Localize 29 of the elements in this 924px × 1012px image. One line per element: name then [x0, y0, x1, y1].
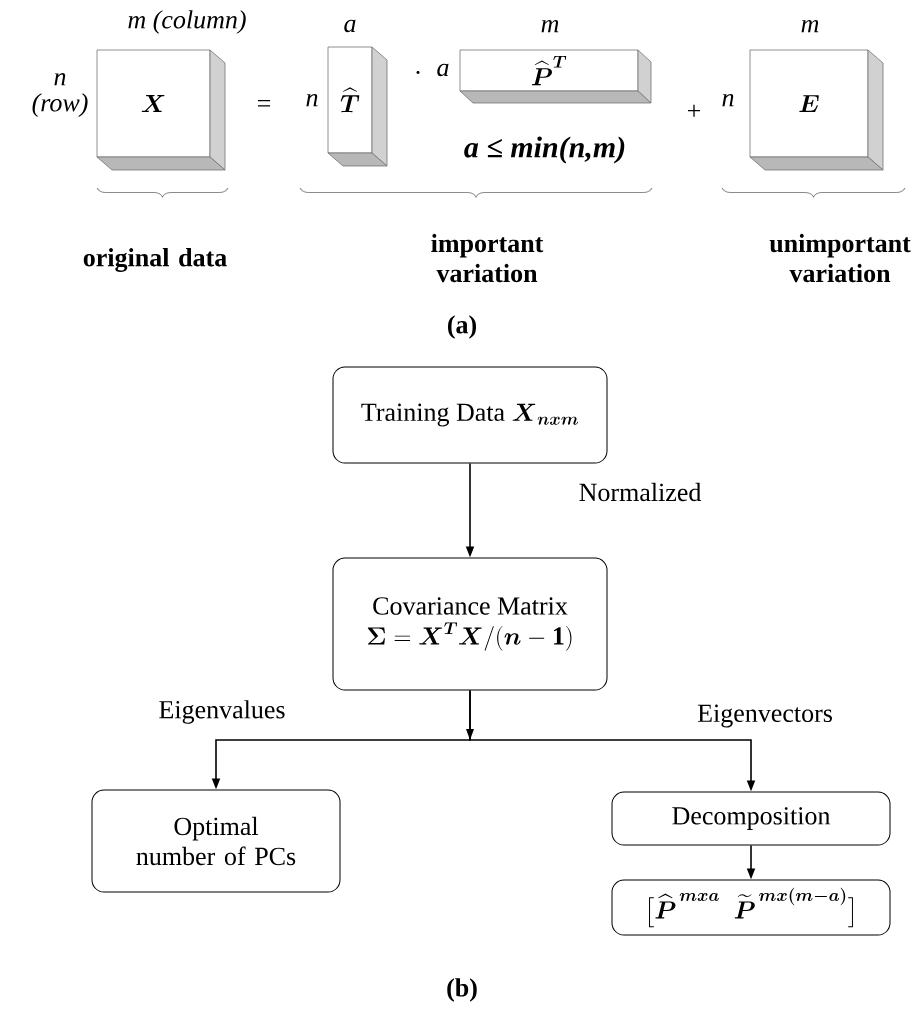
matrix-block: $\boldsymbol{E}$	[749, 49, 884, 171]
edge-label: Eigenvectors	[697, 704, 832, 728]
dimension-label: m	[541, 19, 559, 33]
matrix-block: $\widehat{\boldsymbol{T}}$	[327, 46, 388, 167]
constraint-label: a ≤ min(n,m)	[464, 136, 625, 164]
operator-sign: =	[257, 100, 271, 107]
caption-text: important variation	[431, 233, 544, 283]
dimension-label: n (row)	[32, 73, 88, 117]
process-box: Decomposition	[611, 791, 891, 846]
edge-label: Normalized	[579, 482, 702, 502]
process-box: $\text{Training Data }\boldsymbol{X}_{\boldsymbol{nxm}}$	[332, 366, 608, 464]
process-box: Covariance Matrix $\boldsymbol{\Sigma}=\boldsymbol{X}^{\boldsymbol{T}}\boldsymbol{X}/(\boldsymbol{n}-\mathbf{1})$	[332, 557, 608, 691]
dimension-label: n	[306, 93, 318, 107]
caption-text: (a)	[448, 315, 476, 339]
caption-text: unimportant variation	[769, 233, 911, 283]
operator-sign: ·	[416, 70, 420, 74]
process-box: Optimal number of PCs	[91, 789, 341, 893]
caption-text: (b)	[447, 978, 477, 1002]
process-box: $\big[\widehat{\boldsymbol{P}}^{\,\boldsymbol{mxa}}\;\;\widetilde{\boldsymbol{P}}^{\,\boldsymbol{mx(m-a)}}\big]$	[611, 879, 891, 936]
operator-sign: +	[688, 104, 701, 117]
edge-label: Eigenvalues	[159, 700, 285, 724]
dimension-label: n	[722, 93, 734, 107]
caption-text: original data	[83, 248, 227, 272]
matrix-block: $\widehat{\boldsymbol{P}}^{\boldsymbol{T}}$	[459, 49, 652, 104]
dimension-label: a	[344, 19, 356, 33]
matrix-block: $\boldsymbol{X}$	[96, 49, 226, 171]
dimension-label: a	[437, 63, 449, 77]
dimension-label: m	[801, 19, 819, 33]
dimension-label: m (column)	[128, 10, 246, 34]
